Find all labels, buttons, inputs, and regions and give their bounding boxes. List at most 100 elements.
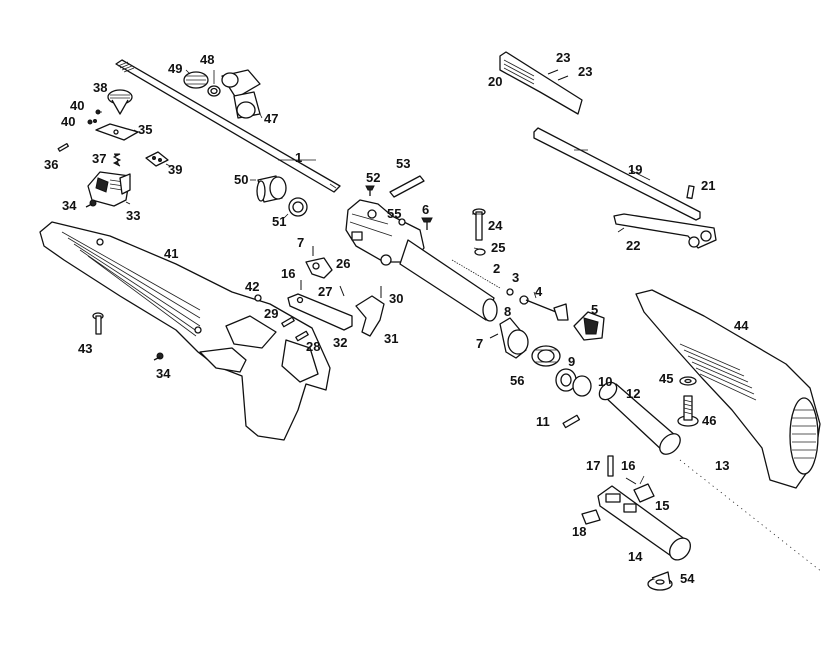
label-14: 14	[628, 549, 643, 564]
part-sear-26	[305, 257, 333, 279]
label-7a: 7	[297, 235, 304, 250]
part-washer-45	[679, 376, 697, 386]
part-front-sight-assembly	[221, 69, 261, 119]
label-44: 44	[734, 318, 749, 333]
part-o-ring-51	[288, 197, 308, 217]
part-pin-36	[57, 142, 69, 152]
part-barrel-clamp	[499, 317, 529, 359]
label-1: 1	[295, 150, 302, 165]
label-9: 9	[568, 354, 575, 369]
label-49: 49	[168, 61, 182, 76]
part-screw-43	[92, 312, 104, 335]
label-36: 36	[44, 157, 58, 172]
label-34a: 34	[62, 198, 77, 213]
part-pins-23	[547, 69, 569, 81]
label-52: 52	[366, 170, 380, 185]
part-rail-19	[533, 127, 701, 221]
label-13: 13	[715, 458, 729, 473]
part-pins-28-29	[281, 316, 309, 342]
label-48: 48	[200, 52, 214, 67]
label-27: 27	[318, 284, 332, 299]
label-5: 5	[591, 302, 598, 317]
part-spring-2	[451, 259, 501, 289]
label-2: 2	[493, 261, 500, 276]
part-screw-6	[421, 217, 433, 230]
label-43: 43	[78, 341, 92, 356]
label-56: 56	[510, 373, 524, 388]
part-screw-52	[365, 185, 375, 196]
part-rear-sight-plate	[95, 123, 139, 141]
leader-lines	[98, 69, 651, 485]
part-pin-21	[686, 185, 695, 200]
label-16a: 16	[281, 266, 295, 281]
part-rear-sight-knob	[107, 89, 133, 115]
part-nut-54	[647, 571, 673, 591]
label-4: 4	[535, 284, 543, 299]
part-pin-7b	[489, 333, 499, 339]
part-cylinder-12	[598, 381, 681, 455]
label-7b: 7	[476, 336, 483, 351]
part-screw-46	[677, 395, 699, 427]
part-front-sight-cylinder	[183, 71, 209, 89]
label-15: 15	[655, 498, 669, 513]
label-20: 20	[488, 74, 502, 89]
part-stock-41	[39, 221, 331, 441]
label-55: 55	[387, 206, 401, 221]
label-38: 38	[93, 80, 107, 95]
label-45: 45	[659, 371, 673, 386]
part-labels: 1 2 3 4 5 6 7 7 8 9 10 11 12 13 14 15 16…	[44, 50, 749, 586]
label-26: 26	[336, 256, 350, 271]
label-19: 19	[628, 162, 642, 177]
label-31: 31	[384, 331, 398, 346]
part-pin-17	[607, 455, 614, 477]
label-53: 53	[396, 156, 410, 171]
part-link-22	[613, 213, 717, 249]
part-pin-11	[562, 414, 581, 429]
label-30: 30	[389, 291, 403, 306]
label-29: 29	[264, 306, 278, 321]
part-pin-42	[254, 294, 262, 302]
part-pin-53	[389, 175, 425, 198]
label-39: 39	[168, 162, 182, 177]
part-spring-37	[112, 153, 122, 167]
label-16b: 16	[621, 458, 635, 473]
label-22: 22	[626, 238, 640, 253]
label-3: 3	[512, 270, 519, 285]
label-28: 28	[306, 339, 320, 354]
label-50: 50	[234, 172, 248, 187]
label-6: 6	[422, 202, 429, 217]
part-receiver	[345, 199, 498, 322]
label-47: 47	[264, 111, 278, 126]
part-muzzle-cap	[256, 175, 287, 203]
label-8: 8	[504, 304, 511, 319]
label-54: 54	[680, 571, 695, 586]
part-firing-pin-4	[519, 291, 569, 321]
part-small-pins-40	[87, 109, 101, 125]
part-cocking-knob	[573, 311, 605, 341]
label-24: 24	[488, 218, 503, 233]
part-screw-34a	[85, 199, 97, 208]
label-12: 12	[626, 386, 640, 401]
part-latch-15	[633, 483, 655, 503]
label-40b: 40	[61, 114, 75, 129]
part-trigger-31	[355, 295, 385, 337]
part-clamp-56	[531, 345, 561, 367]
label-37: 37	[92, 151, 106, 166]
label-35: 35	[138, 122, 152, 137]
part-trigger-bar-32	[287, 293, 353, 331]
label-10: 10	[598, 374, 612, 389]
part-barrel	[115, 59, 341, 193]
part-butt-stock	[635, 289, 821, 489]
label-32: 32	[333, 335, 347, 350]
label-40a: 40	[70, 98, 84, 113]
label-21: 21	[701, 178, 715, 193]
part-pin-27	[339, 285, 345, 297]
part-piston-10	[572, 375, 592, 397]
label-51: 51	[272, 214, 286, 229]
part-plate-39	[145, 151, 169, 167]
part-block-18	[581, 509, 601, 525]
label-11: 11	[536, 414, 550, 429]
label-34b: 34	[156, 366, 171, 381]
